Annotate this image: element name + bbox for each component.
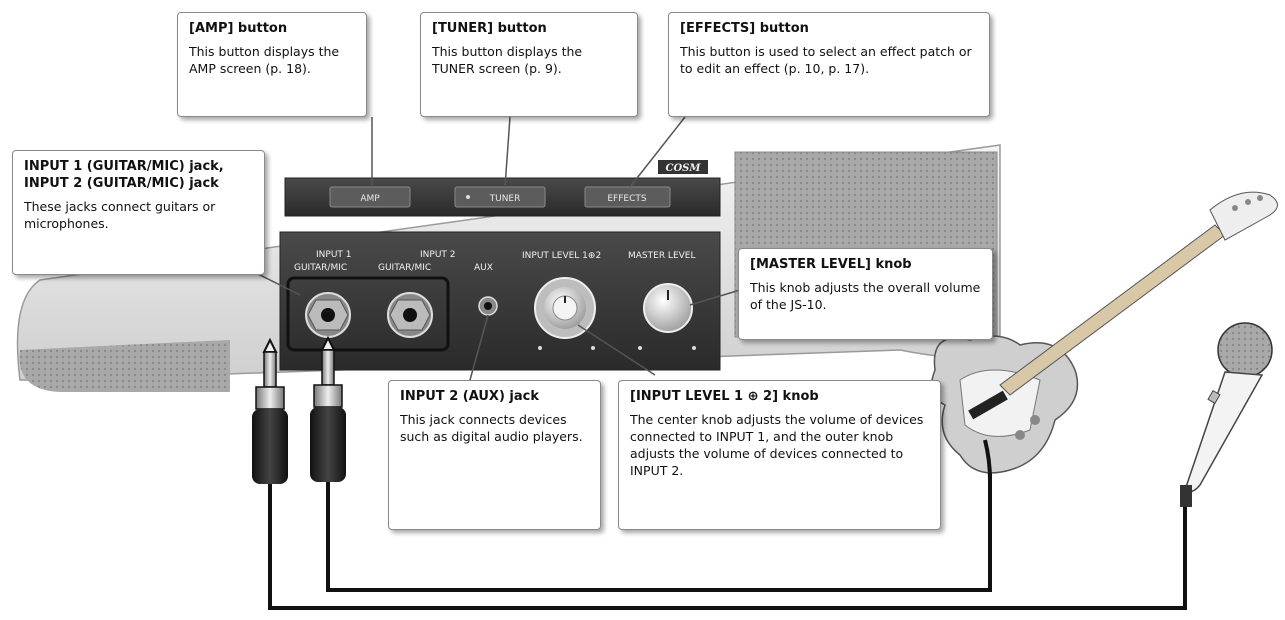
callout-master-level-title: [MASTER LEVEL] knob <box>750 257 912 272</box>
input-jack-highlight <box>286 276 450 352</box>
callout-input-level-knob: [INPUT LEVEL 1 ⊕ 2] knob The center knob… <box>618 380 941 530</box>
callout-effects-button: [EFFECTS] button This button is used to … <box>668 12 990 117</box>
callout-input-level-title: [INPUT LEVEL 1 ⊕ 2] knob <box>630 389 819 404</box>
amp-button-label: AMP <box>360 194 380 204</box>
tuner-indicator-dot <box>466 195 470 199</box>
input1-label: INPUT 1 <box>316 250 352 260</box>
callout-input-jacks: INPUT 1 (GUITAR/MIC) jack, INPUT 2 (GUIT… <box>12 150 265 275</box>
tuner-button-label: TUNER <box>489 194 521 204</box>
callout-tuner-button: [TUNER] button This button displays the … <box>420 12 638 117</box>
input1-jack <box>305 292 351 338</box>
guitar-mic-2-label: GUITAR/MIC <box>378 263 431 273</box>
input-level-label: INPUT LEVEL 1⊕2 <box>522 251 601 261</box>
microphone-illustration <box>1180 322 1273 507</box>
callout-input-jacks-desc: These jacks connect guitars or microphon… <box>24 198 216 231</box>
callout-input-jacks-title: INPUT 1 (GUITAR/MIC) jack, INPUT 2 (GUIT… <box>24 159 224 191</box>
effects-button-label: EFFECTS <box>607 194 647 204</box>
leader-master-level <box>689 289 741 306</box>
leader-effects <box>629 116 686 188</box>
mic-cable <box>268 480 1187 610</box>
amp-button <box>329 186 411 208</box>
tuner-button <box>454 186 546 208</box>
cosm-badge-label: COSM <box>666 163 702 174</box>
left-speaker-grill <box>19 340 230 392</box>
master-level-label: MASTER LEVEL <box>628 251 696 261</box>
callout-tuner-title: [TUNER] button <box>432 21 547 36</box>
callout-aux-jack: INPUT 2 (AUX) jack This jack connects de… <box>388 380 601 530</box>
aux-label: AUX <box>474 263 493 273</box>
callout-effects-title: [EFFECTS] button <box>680 21 809 36</box>
leader-tuner <box>504 116 511 188</box>
input2-jack <box>387 292 433 338</box>
electric-guitar-illustration <box>930 191 1278 481</box>
callout-effects-desc: This button is used to select an effect … <box>680 43 972 76</box>
input2-label: INPUT 2 <box>420 250 456 260</box>
effects-button <box>584 186 671 208</box>
callout-amp-button: [AMP] button This button displays the AM… <box>177 12 367 117</box>
callout-master-level-knob: [MASTER LEVEL] knob This knob adjusts th… <box>738 248 993 340</box>
leader-aux <box>469 314 489 381</box>
callout-amp-desc: This button displays the AMP screen (p. … <box>189 43 340 76</box>
callout-input-level-desc: The center knob adjusts the volume of de… <box>630 411 924 478</box>
callout-amp-title: [AMP] button <box>189 21 288 36</box>
plug-input1 <box>252 337 288 484</box>
callout-tuner-desc: This button displays the TUNER screen (p… <box>432 43 583 76</box>
input-level-knob <box>534 277 596 350</box>
leader-input-level <box>577 324 656 376</box>
guitar-cable <box>326 455 992 592</box>
cosm-badge <box>658 160 708 174</box>
guitar-mic-1-label: GUITAR/MIC <box>294 263 347 273</box>
master-level-knob <box>638 283 696 350</box>
plug-input2 <box>310 335 346 482</box>
callout-aux-title: INPUT 2 (AUX) jack <box>400 389 539 404</box>
aux-jack <box>478 296 498 316</box>
callout-aux-desc: This jack connects devices such as digit… <box>400 411 583 444</box>
callout-master-level-desc: This knob adjusts the overall volume of … <box>750 279 981 312</box>
